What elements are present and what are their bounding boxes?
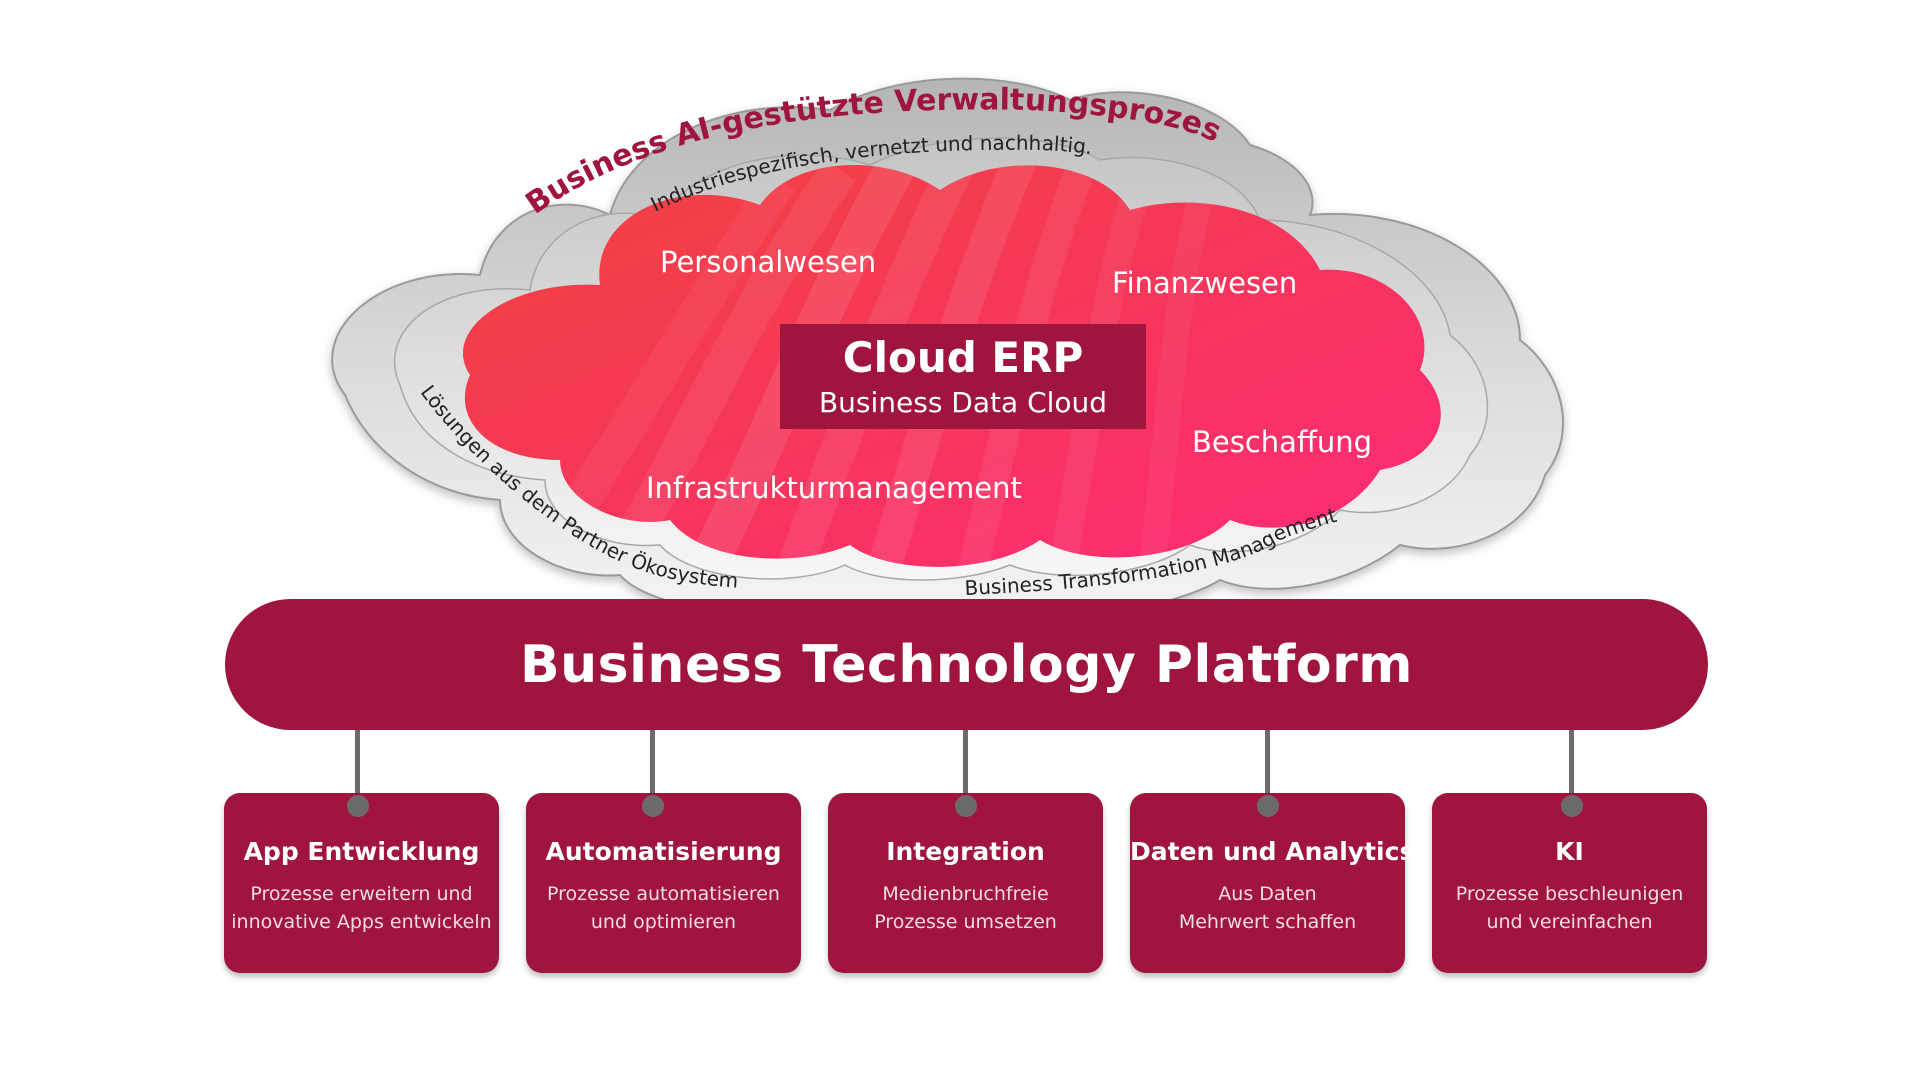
module-ki[interactable]: KI Prozesse beschleunigen und vereinfach… [1432,793,1707,973]
module-title: App Entwicklung [243,837,480,866]
module-title: KI [1555,837,1584,866]
module-desc: Medienbruchfreie Prozesse umsetzen [874,883,1057,933]
module-title: Integration [886,837,1045,866]
area-infrastrukturmanagement: Infrastrukturmanagement [646,471,1022,505]
connector-5 [1569,730,1574,808]
cloud-erp-subtitle: Business Data Cloud [819,386,1107,419]
cloud-erp-title: Cloud ERP [843,333,1083,382]
module-app-entwicklung[interactable]: App Entwicklung Prozesse erweitern und i… [224,793,499,973]
area-beschaffung: Beschaffung [1192,425,1372,459]
connector-dot-5 [1561,795,1583,817]
business-technology-platform-bar: Business Technology Platform [225,599,1708,730]
module-title: Daten und Analytics [1130,837,1415,866]
module-daten-und-analytics[interactable]: Daten und Analytics Aus Daten Mehrwert s… [1130,793,1415,973]
cloud-erp-box [780,324,1146,429]
connector-dot-4 [1257,795,1279,817]
module-desc: Prozesse beschleunigen und vereinfachen [1455,883,1684,933]
connector-dot-3 [955,795,977,817]
connector-dot-2 [642,795,664,817]
module-title: Automatisierung [545,837,782,866]
module-desc: Prozesse erweitern und innovative Apps e… [231,883,492,933]
module-automatisierung[interactable]: Automatisierung Prozesse automatisieren … [526,793,801,973]
connector-2 [650,730,655,808]
connector-1 [355,730,360,808]
area-finanzwesen: Finanzwesen [1112,266,1297,300]
module-desc: Prozesse automatisieren und optimieren [547,883,780,933]
area-personalwesen: Personalwesen [660,245,876,279]
module-desc: Aus Daten Mehrwert schaffen [1178,883,1357,933]
connector-3 [963,730,968,808]
connector-dot-1 [347,795,369,817]
platform-title: Business Technology Platform [520,634,1413,695]
connector-4 [1265,730,1270,808]
module-integration[interactable]: Integration Medienbruchfreie Prozesse um… [828,793,1103,973]
